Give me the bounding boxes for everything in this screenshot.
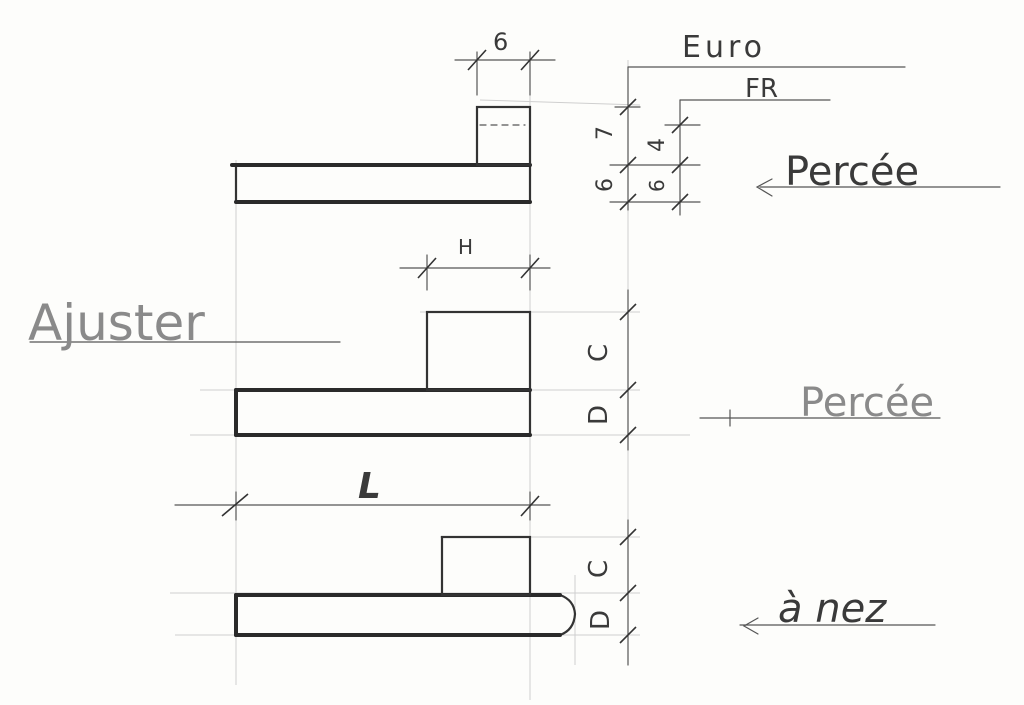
label-length-l: L: [358, 466, 381, 507]
label-dim-six-right: 6: [645, 179, 669, 192]
label-euro: Euro: [682, 30, 766, 65]
top-profile: [230, 105, 532, 204]
label-dim-d-mid: D: [584, 405, 614, 425]
label-dim-four: 4: [645, 138, 670, 152]
middle-cd-dimension: [619, 289, 637, 451]
label-a-nez: à nez: [778, 586, 887, 632]
construction-guides: [170, 60, 690, 700]
label-dim-c-mid: C: [584, 344, 614, 362]
label-dim-d-bottom: D: [586, 610, 616, 630]
label-percee-top: Percée: [785, 149, 919, 195]
middle-profile: [234, 310, 532, 437]
label-width-h: H: [458, 235, 473, 259]
l-length-dimension: [174, 491, 551, 521]
bottom-profile: [234, 535, 577, 637]
label-ajuster: Ajuster: [28, 294, 205, 352]
bottom-cd-dimension: [619, 519, 637, 666]
label-top-width: 6: [493, 28, 508, 56]
reference-lines: [609, 66, 906, 216]
h-width-dimension: [399, 254, 551, 291]
percee-mid-leader: [699, 409, 941, 427]
label-fr: FR: [745, 74, 778, 104]
percee-top-leader: [755, 178, 1001, 197]
a-nez-leader: [739, 617, 936, 635]
top-width-dimension: [454, 49, 556, 96]
label-dim-c-bottom: C: [584, 560, 614, 578]
label-dim-seven: 7: [593, 126, 618, 140]
label-percee-mid: Percée: [800, 380, 934, 426]
label-dim-six-left: 6: [593, 178, 618, 192]
